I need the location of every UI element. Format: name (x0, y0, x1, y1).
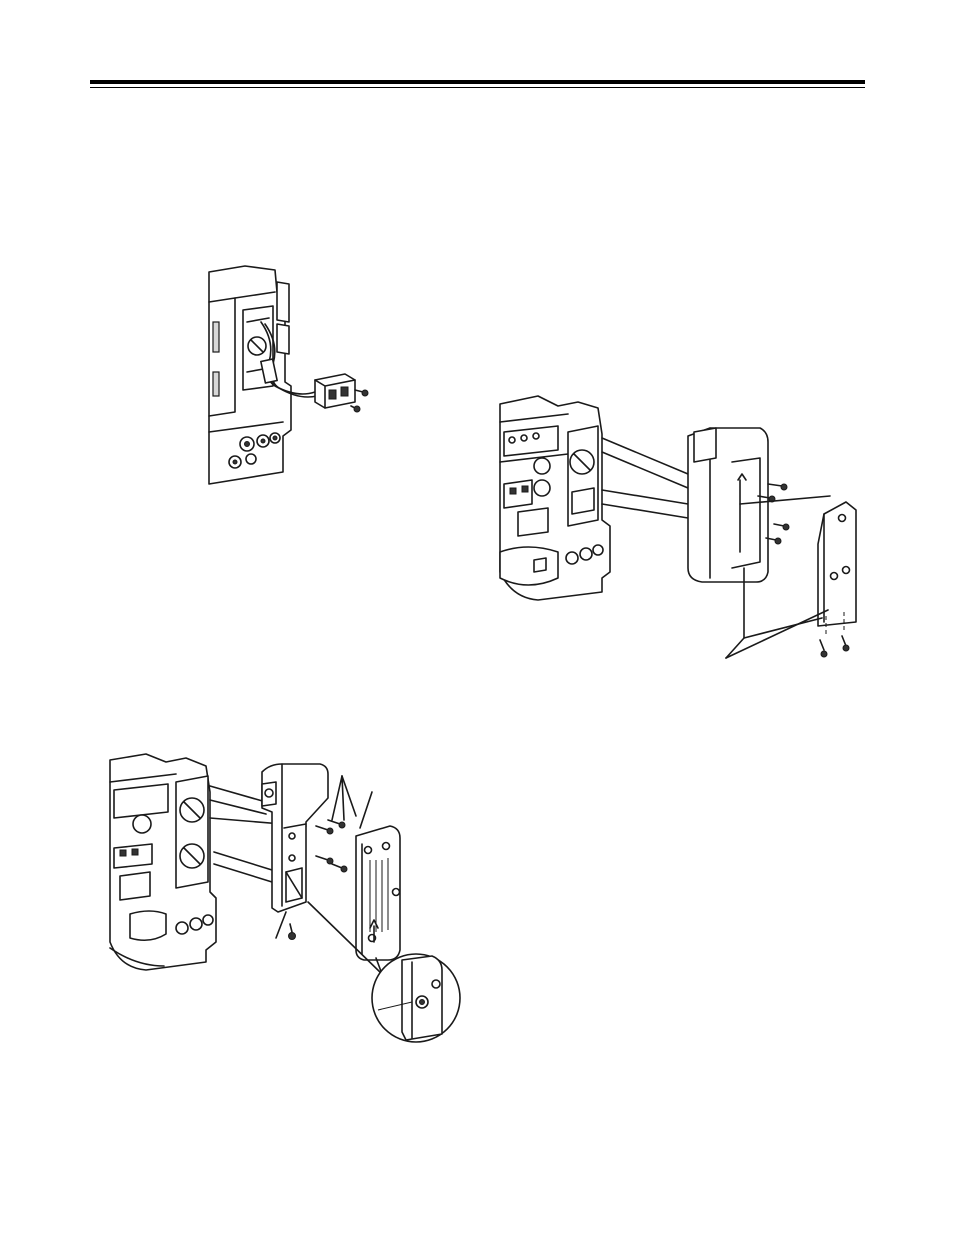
camera-battery-mount-bracket-illustration (498, 392, 866, 674)
camera-cable-adapter-illustration (205, 262, 375, 490)
header-rule-thick (90, 80, 865, 84)
figure-battery-mount-bracket (498, 392, 866, 674)
camera-battery-holder-plate-illustration (106, 752, 466, 1054)
header-rule-thin (90, 87, 865, 88)
figure-battery-holder-plate (106, 752, 466, 1054)
figure-cable-adapter (205, 262, 375, 490)
